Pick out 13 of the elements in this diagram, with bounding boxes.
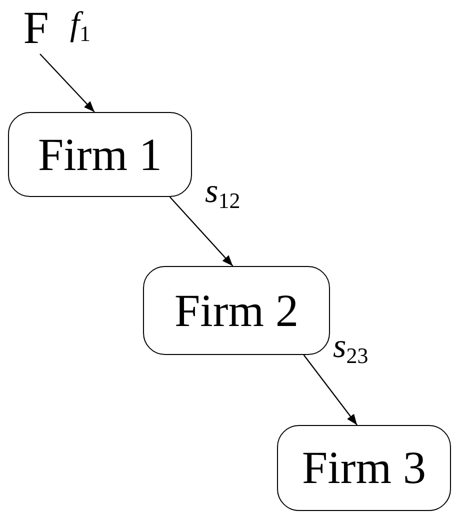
node-label: Firm 2: [174, 288, 298, 334]
node-label: Firm 1: [38, 132, 162, 178]
node-label: F: [23, 5, 49, 51]
arrow: [40, 54, 95, 112]
arrow: [169, 196, 234, 266]
node-label: Firm 3: [302, 445, 426, 491]
edge-label: s$_{23}$: [333, 330, 368, 367]
process-box: [277, 425, 451, 511]
edge-label: s$_{12}$: [205, 175, 240, 212]
arrow: [303, 354, 358, 426]
edge-label: f$_{1}$: [70, 8, 90, 45]
process-box: [143, 266, 330, 355]
process-box: [8, 112, 192, 197]
